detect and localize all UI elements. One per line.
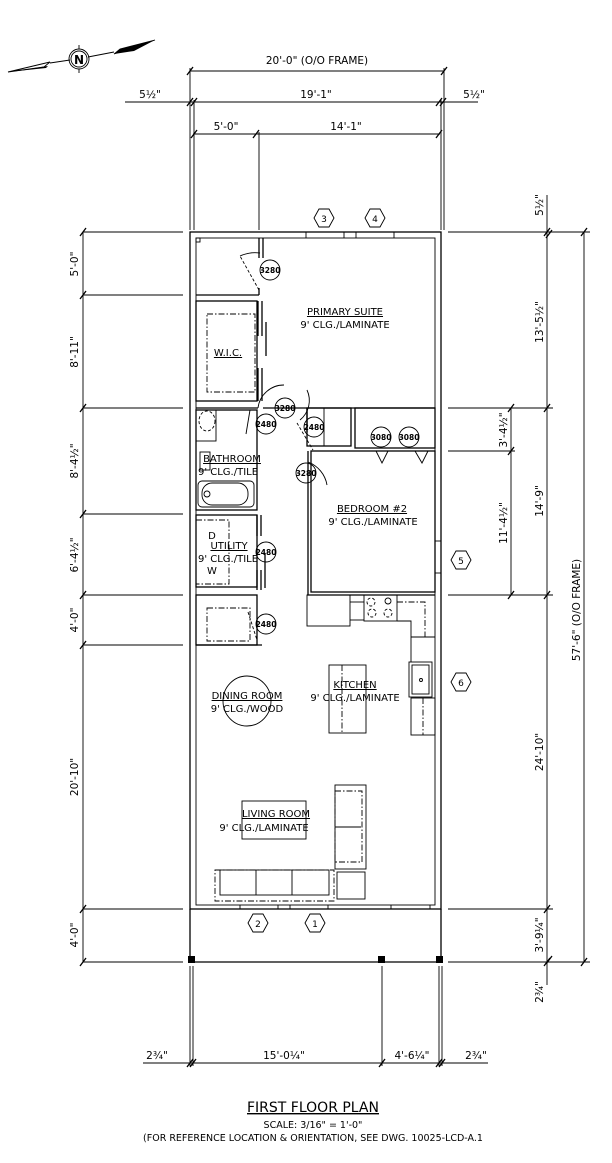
marker-3: 3 — [321, 215, 327, 225]
dim-bottom-seg2: 4'-6¼" — [394, 1050, 429, 1062]
dim-left-7: 4'-0" — [69, 923, 81, 948]
room-primary-suite-spec: 9' CLG./LAMINATE — [300, 320, 389, 331]
marker-1: 1 — [312, 920, 318, 930]
dim-top-right-offset: 5½" — [463, 89, 485, 101]
door-tag: 2480 — [256, 548, 277, 557]
north-label: N — [74, 53, 84, 67]
marker-6: 6 — [458, 679, 464, 689]
room-dining-spec: 9' CLG./WOOD — [211, 704, 284, 715]
dining-table-icon — [222, 675, 272, 727]
room-kitchen: KITCHEN — [333, 680, 376, 691]
dim-overall-width: 20'-0" (O/O FRAME) — [266, 55, 368, 67]
dryer-label: D — [208, 531, 216, 542]
elevation-markers: 1 2 3 4 5 6 — [247, 208, 472, 933]
dim-left-2: 8'-11" — [69, 336, 81, 368]
marker-4: 4 — [372, 215, 378, 225]
door-swings — [239, 252, 429, 641]
door-tag: 2480 — [256, 420, 277, 429]
dim-inner-width: 19'-1" — [300, 89, 332, 101]
interior-walls — [195, 237, 441, 646]
drawing-reference-note: (FOR REFERENCE LOCATION & ORIENTATION, S… — [143, 1133, 483, 1144]
dim-bottom-right-offset: 2¾" — [465, 1050, 487, 1062]
door-tags: 3280 3280 2480 2480 3280 3080 3080 2480 … — [255, 259, 420, 635]
door-tag: 3280 — [275, 404, 296, 413]
marker-2: 2 — [255, 920, 261, 930]
kitchen-cabinets — [306, 594, 436, 736]
dim-overall-length: 57'-6" (O/O FRAME) — [571, 559, 583, 661]
room-utility-spec: 9' CLG./TILE — [198, 554, 258, 565]
room-primary-suite: PRIMARY SUITE — [307, 307, 383, 318]
room-bedroom2: BEDROOM #2 — [337, 504, 407, 515]
dim-left-1: 5'-0" — [69, 252, 81, 277]
dim-right-seg2: 14'-9" — [534, 485, 546, 517]
door-tag: 3080 — [371, 433, 392, 442]
dim-right-seg2b: 11'-4½" — [498, 502, 510, 544]
dim-left-3: 8'-4½" — [69, 443, 81, 478]
top-dimensions: 20'-0" (O/O FRAME) 5½" 19'-1" 5½" 5'-0" … — [125, 55, 485, 230]
dim-left-6: 20'-10" — [69, 758, 81, 796]
room-labels: PRIMARY SUITE 9' CLG./LAMINATE W.I.C. BA… — [198, 307, 418, 834]
dim-right-top-offset: 5½" — [534, 194, 546, 216]
room-living-spec: 9' CLG./LAMINATE — [219, 823, 308, 834]
room-living: LIVING ROOM — [242, 809, 310, 820]
right-dimensions: 5½" 13'-5½" 3'-4½" 11'-4½" 14'-9" 24'-10… — [448, 194, 590, 1003]
room-bedroom2-spec: 9' CLG./LAMINATE — [328, 517, 417, 528]
dim-bottom-left-offset: 2¾" — [146, 1050, 168, 1062]
dim-bottom-seg1: 15'-0¼" — [263, 1050, 305, 1062]
drawing-scale: SCALE: 3/16" = 1'-0" — [264, 1120, 363, 1131]
dim-right-seg3: 24'-10" — [534, 733, 546, 771]
dim-left-4: 6'-4½" — [69, 537, 81, 572]
bottom-dimensions: 2¾" 15'-0¼" 4'-6¼" 2¾" — [143, 966, 488, 1068]
marker-5: 5 — [458, 557, 464, 567]
room-wic: W.I.C. — [214, 348, 242, 359]
room-bathroom-spec: 9' CLG./TILE — [198, 467, 258, 478]
title-block: FIRST FLOOR PLAN SCALE: 3/16" = 1'-0" (F… — [143, 1100, 483, 1144]
room-utility: UTILITY — [210, 541, 248, 552]
living-furniture — [214, 784, 367, 902]
door-tag: 3280 — [296, 469, 317, 478]
room-dining: DINING ROOM — [212, 691, 283, 702]
drawing-title: FIRST FLOOR PLAN — [247, 1100, 379, 1116]
room-bathroom: BATHROOM — [203, 454, 261, 465]
dim-right-seg1: 13'-5½" — [534, 301, 546, 343]
north-arrow-icon: N — [7, 39, 156, 73]
dim-right-seg4: 3'-9¼" — [534, 917, 546, 952]
exterior-walls — [188, 231, 443, 963]
door-tag: 3280 — [260, 266, 281, 275]
dim-top-seg-right: 14'-1" — [330, 121, 362, 133]
door-tag: 3080 — [399, 433, 420, 442]
dim-left-5: 4'-0" — [69, 608, 81, 633]
dim-right-bottom-offset: 2¾" — [534, 981, 546, 1003]
dim-right-seg2a: 3'-4½" — [498, 412, 510, 447]
left-dimensions: 5'-0" 8'-11" 8'-4½" 6'-4½" 4'-0" 20'-10"… — [69, 227, 183, 967]
room-kitchen-spec: 9' CLG./LAMINATE — [310, 693, 399, 704]
door-tag: 2480 — [256, 620, 277, 629]
dim-top-seg-left: 5'-0" — [214, 121, 239, 133]
washer-label: W — [207, 566, 217, 577]
dim-top-left-offset: 5½" — [139, 89, 161, 101]
door-tag: 2480 — [304, 423, 325, 432]
